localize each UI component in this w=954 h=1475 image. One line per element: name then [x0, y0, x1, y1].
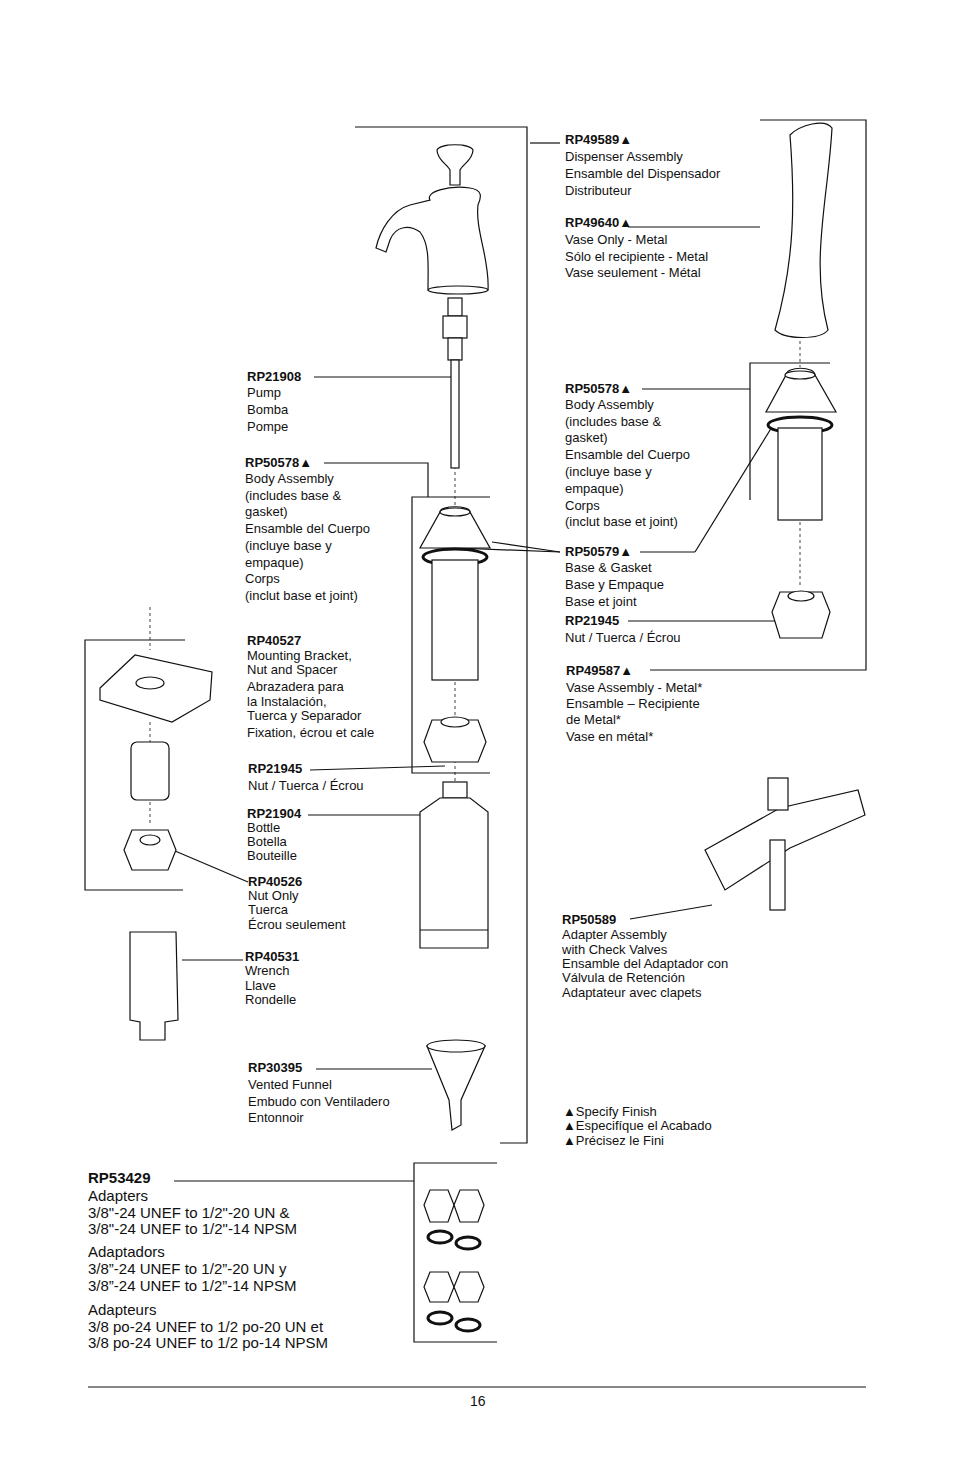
part-label: Llave [245, 979, 276, 993]
part-label: Vase en métal* [566, 730, 653, 744]
part-label: Fixation, écrou et cale [247, 726, 374, 740]
part-label: Pump [247, 386, 281, 400]
part-label: empaque) [565, 482, 624, 496]
part-number: RP49640▲ [565, 216, 632, 230]
part-number: RP50589 [562, 913, 616, 927]
part-label: Dispenser Assembly [565, 150, 683, 164]
part-label: (inclut base et joint) [565, 515, 678, 529]
part-number: RP40527 [247, 634, 301, 648]
part-label: Base y Empaque [565, 578, 664, 592]
part-label: Corps [245, 572, 280, 586]
part-label: 3/8”-24 UNEF to 1/2”-14 NPSM [88, 1278, 296, 1294]
part-label: Ensamble del Cuerpo [245, 522, 370, 536]
part-label: Vase seulement - Métal [565, 266, 701, 280]
part-label: gasket) [565, 431, 608, 445]
part-label: Adapter Assembly [562, 928, 667, 942]
part-label: Botella [247, 835, 287, 849]
part-label: Ensamble del Dispensador [565, 167, 720, 181]
part-label: Ensamble – Recipiente [566, 697, 700, 711]
part-label: Sólo el recipiente - Metal [565, 250, 708, 264]
part-label: Nut Only [248, 889, 299, 903]
part-label: (incluye base y [565, 465, 652, 479]
part-label: Écrou seulement [248, 918, 346, 932]
part-label: Bomba [247, 403, 288, 417]
part-label: ▲Specify Finish [563, 1105, 657, 1119]
part-number: RP49589▲ [565, 133, 632, 147]
part-label: 16 [470, 1394, 486, 1408]
part-label: Tuerca y Separador [247, 709, 361, 723]
part-label: 3/8 po-24 UNEF to 1/2 po-14 NPSM [88, 1335, 328, 1351]
part-label: Nut / Tuerca / Écrou [248, 779, 364, 793]
part-label: (inclut base et joint) [245, 589, 358, 603]
part-label: de Metal* [566, 713, 621, 727]
part-label: Vase Assembly - Metal* [566, 681, 702, 695]
part-label: Abrazadera para [247, 680, 344, 694]
part-number: RP21945 [248, 762, 302, 776]
part-label: 3/8"-24 UNEF to 1/2"-14 NPSM [88, 1221, 297, 1237]
part-label: (incluye base y [245, 539, 332, 553]
part-number: RP49587▲ [566, 664, 633, 678]
part-number: RP21908 [247, 370, 301, 384]
part-label: Corps [565, 499, 600, 513]
part-label: ▲Précisez le Fini [563, 1134, 664, 1148]
part-label: Mounting Bracket, [247, 649, 352, 663]
part-label: Base & Gasket [565, 561, 652, 575]
part-label: Adaptadors [88, 1244, 165, 1260]
part-number: RP21904 [247, 807, 301, 821]
part-label: Bouteille [247, 849, 297, 863]
part-label: Entonnoir [248, 1111, 304, 1125]
part-label: Vented Funnel [248, 1078, 332, 1092]
part-label: Nut and Spacer [247, 663, 337, 677]
part-number: RP50578▲ [565, 382, 632, 396]
part-label: 3/8 po-24 UNEF to 1/2 po-20 UN et [88, 1319, 323, 1335]
part-label: Base et joint [565, 595, 637, 609]
part-label: Pompe [247, 420, 288, 434]
part-label: 3/8”-24 UNEF to 1/2”-20 UN y [88, 1261, 286, 1277]
part-label: Tuerca [248, 903, 288, 917]
part-label: Body Assembly [245, 472, 334, 486]
part-label: Ensamble del Adaptador con [562, 957, 728, 971]
part-number: RP40531 [245, 950, 299, 964]
part-label: ▲Especifíque el Acabado [563, 1119, 712, 1133]
part-number: RP50579▲ [565, 545, 632, 559]
part-label: with Check Valves [562, 943, 667, 957]
part-label: Body Assembly [565, 398, 654, 412]
part-label: Rondelle [245, 993, 296, 1007]
part-label: (includes base & [245, 489, 341, 503]
part-label: Ensamble del Cuerpo [565, 448, 690, 462]
part-label: Válvula de Retención [562, 971, 685, 985]
part-label: Bottle [247, 821, 280, 835]
part-label: Adapters [88, 1188, 148, 1204]
part-number: RP30395 [248, 1061, 302, 1075]
part-label: Adapteurs [88, 1302, 156, 1318]
part-label: empaque) [245, 556, 304, 570]
part-label: Embudo con Ventiladero [248, 1095, 390, 1109]
part-label: Wrench [245, 964, 290, 978]
part-number: RP53429 [88, 1170, 151, 1186]
part-label: Vase Only - Metal [565, 233, 667, 247]
part-number: RP21945 [565, 614, 619, 628]
part-label: 3/8"-24 UNEF to 1/2"-20 UN & [88, 1205, 290, 1221]
part-number: RP40526 [248, 875, 302, 889]
part-label: gasket) [245, 505, 288, 519]
part-label: Nut / Tuerca / Écrou [565, 631, 681, 645]
part-label: Distributeur [565, 184, 631, 198]
part-number: RP50578▲ [245, 456, 312, 470]
part-label: la Instalación, [247, 695, 327, 709]
part-label: Adaptateur avec clapets [562, 986, 701, 1000]
part-label: (includes base & [565, 415, 661, 429]
